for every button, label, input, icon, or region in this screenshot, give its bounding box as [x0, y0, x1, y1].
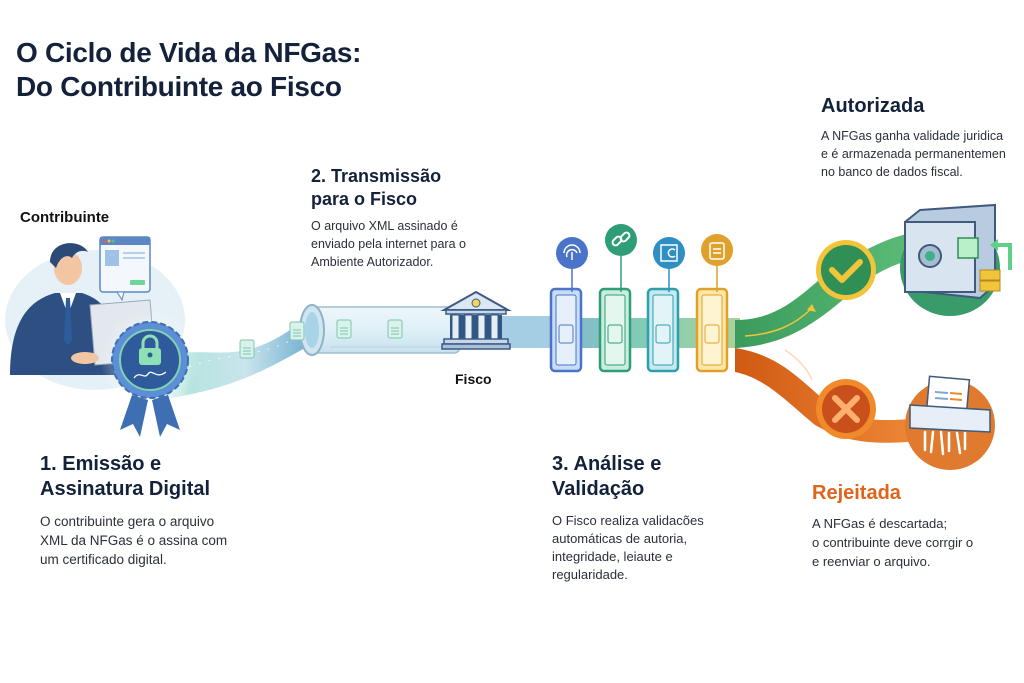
outcome-rejected: Rejeitada A NFGas é descartada; o contri…: [812, 481, 1024, 571]
layout-icon: [653, 237, 685, 269]
rejected-path: [735, 348, 930, 443]
profile-window-icon: [99, 236, 151, 302]
x-circle-icon: [816, 379, 876, 439]
clipboard-icon: [701, 234, 733, 266]
step-3: 3. Análise e Validação O Fisco realiza v…: [552, 452, 752, 584]
step-1-heading: 1. Emissão e Assinatura Digital: [40, 453, 211, 500]
outcome-authorized: Autorizada A NFGas ganha validade juridi…: [821, 94, 1024, 181]
step-3-description: O Fisco realiza validacões automáticas d…: [552, 513, 704, 582]
digital-certificate-seal-icon: [100, 310, 200, 437]
step-1-description: O contribuinte gera o arquivo XML da NFG…: [40, 514, 228, 567]
validation-panel-integrity: [598, 287, 632, 373]
validation-panel-layout: [646, 287, 680, 373]
document-icons-flow: [239, 319, 403, 359]
rejected-heading: Rejeitada: [812, 482, 901, 504]
step-2: 2. Transmissão para o Fisco O arquivo XM…: [311, 165, 511, 271]
page-title-line1: O Ciclo de Vida da NFGas:: [16, 37, 362, 68]
shredder-icon: [905, 375, 995, 470]
contributor-illustration: [10, 236, 156, 375]
authorized-description: A NFGas ganha validade juridica e é arma…: [821, 129, 1006, 179]
fisco-label: Fisco: [455, 371, 492, 387]
vault-icon: [900, 203, 1012, 316]
fisco-building-icon: [440, 290, 512, 350]
validation-panel-regularity: [695, 287, 729, 373]
authorized-heading: Autorizada: [821, 95, 925, 117]
contributor-label: Contribuinte: [20, 209, 110, 226]
page-title-line2: Do Contribuinte ao Fisco: [16, 71, 342, 102]
check-circle-icon: [816, 240, 876, 300]
transmission-tube: [299, 304, 461, 356]
link-icon: [605, 224, 637, 256]
step-2-description: O arquivo XML assinado é enviado pela in…: [311, 219, 466, 269]
validation-panels: [549, 287, 729, 373]
step-1: 1. Emissão e Assinatura Digital O contri…: [40, 452, 270, 569]
rejected-description: A NFGas é descartada; o contribuinte dev…: [812, 516, 974, 569]
step-3-heading: 3. Análise e Validação: [552, 453, 662, 500]
validation-panel-authorship: [549, 287, 583, 373]
fingerprint-icon: [556, 237, 588, 269]
step-2-heading: 2. Transmissão para o Fisco: [311, 166, 442, 209]
page-title: O Ciclo de Vida da NFGas: Do Contribuint…: [16, 36, 361, 104]
